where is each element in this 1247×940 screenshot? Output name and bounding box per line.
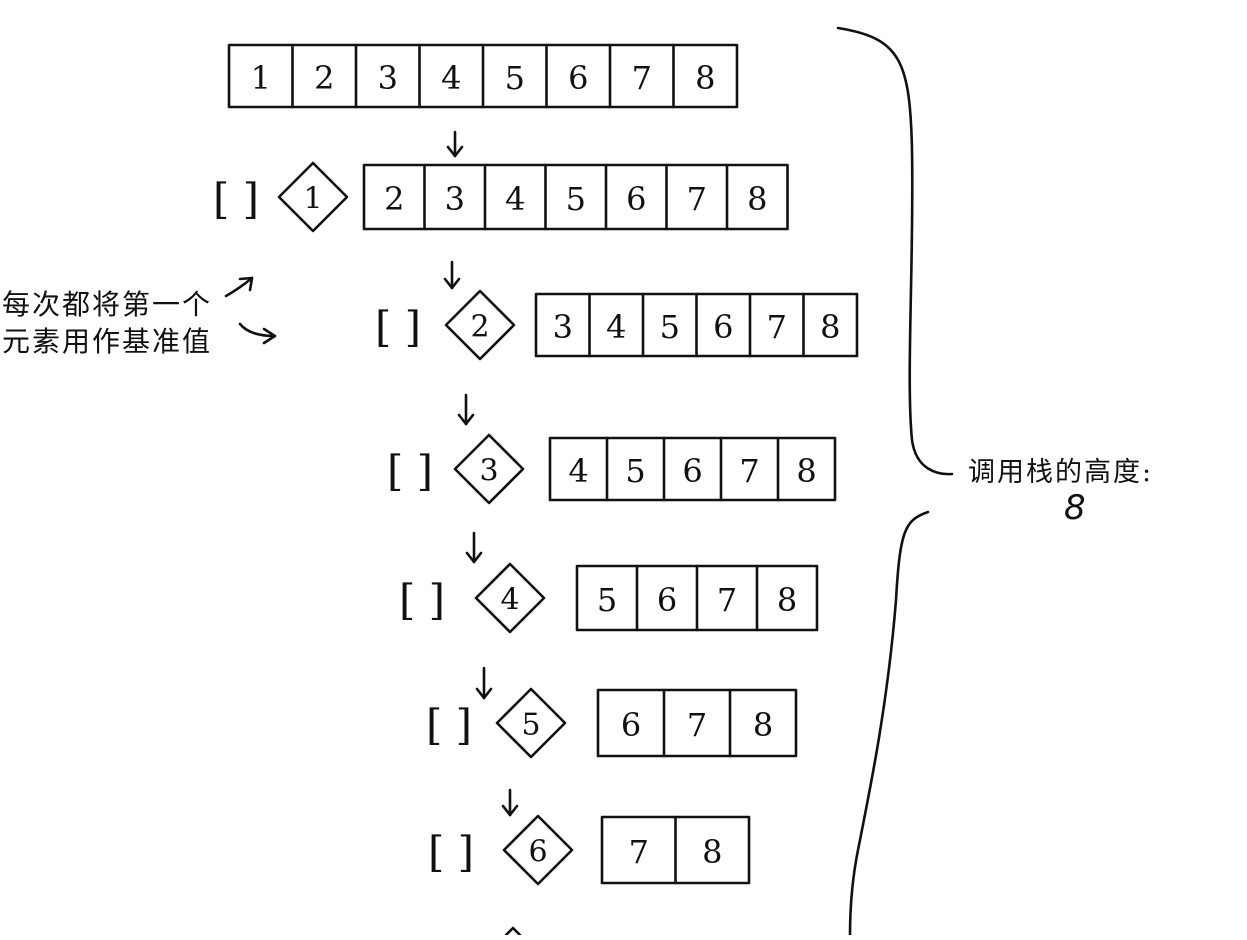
array-cell-value: 5 — [660, 308, 680, 346]
array-cell-value: 8 — [747, 180, 767, 218]
array-cell-value: 5 — [625, 452, 645, 490]
pivot-value: 3 — [479, 454, 498, 489]
annotation-arrow-up — [224, 276, 254, 298]
array-box-row-4 — [548, 436, 837, 502]
array-box-row-2 — [362, 163, 789, 231]
empty-left-array: [ ] — [426, 701, 472, 750]
down-arrow-head — [443, 277, 461, 290]
array-cell-value: 8 — [820, 308, 840, 346]
array-cell-value: 8 — [777, 581, 797, 619]
array-cell-value: 4 — [441, 59, 461, 97]
pivot-diamond — [502, 814, 574, 886]
array-cell-value: 3 — [445, 180, 465, 218]
array-cell-value: 8 — [695, 59, 715, 97]
down-arrow-head — [446, 145, 464, 158]
array-cell-value: 6 — [713, 308, 733, 346]
array-cell-value: 7 — [717, 581, 737, 619]
pivot-diamond — [495, 687, 567, 759]
array-cell-value: 8 — [753, 706, 773, 744]
array-cell-value: 2 — [314, 59, 334, 97]
pivot-value: 2 — [470, 310, 489, 345]
empty-left-array: [ ] — [213, 175, 259, 224]
empty-left-array: [ ] — [428, 828, 474, 877]
pivot-value: 6 — [528, 835, 547, 870]
down-arrow-head — [457, 413, 475, 426]
array-cell-value: 2 — [384, 180, 404, 218]
down-arrow-head — [465, 551, 483, 564]
pivot-annotation-line-2: 元素用作基准值 — [2, 325, 213, 358]
pivot-diamond — [277, 161, 349, 233]
down-arrow-head — [475, 687, 493, 700]
array-cell-value: 5 — [597, 581, 617, 619]
pivot-diamond — [444, 289, 516, 361]
stack-height-label: 调用栈的高度: — [968, 457, 1154, 488]
array-cell-value: 3 — [553, 308, 573, 346]
empty-left-array: [ ] — [387, 447, 433, 496]
array-cell-value: 5 — [505, 59, 525, 97]
annotation-arrow-up-head — [238, 276, 254, 292]
empty-left-array: [ ] — [375, 303, 421, 352]
pivot-diamond — [453, 433, 525, 505]
down-arrow-head — [501, 804, 519, 817]
array-cell-value: 7 — [687, 180, 707, 218]
array-cell-value: 4 — [505, 180, 525, 218]
pivot-value: 5 — [521, 708, 540, 743]
array-cell-value: 6 — [568, 59, 588, 97]
array-cell-value: 1 — [251, 59, 271, 97]
pivot-value: 4 — [500, 583, 519, 618]
array-cell-value: 7 — [687, 706, 707, 744]
array-cell-value: 8 — [796, 452, 816, 490]
pivot-diamond — [474, 562, 546, 634]
down-arrow-head — [504, 926, 522, 937]
array-cell-value: 3 — [378, 59, 398, 97]
array-cell-value: 7 — [629, 833, 649, 871]
array-cell-value: 7 — [767, 308, 787, 346]
annotation-arrow-right — [238, 322, 276, 338]
array-cell-value: 7 — [739, 452, 759, 490]
curly-brace — [836, 26, 954, 937]
array-cell-value: 6 — [682, 452, 702, 490]
array-cell-value: 6 — [657, 581, 677, 619]
array-cell-value: 6 — [626, 180, 646, 218]
array-box-row-6 — [596, 688, 798, 758]
empty-left-array: [ ] — [399, 576, 445, 625]
array-cell-value: 7 — [632, 59, 652, 97]
pivot-value: 1 — [303, 182, 322, 217]
stack-height-value: 8 — [1064, 488, 1086, 528]
array-cell-value: 8 — [702, 833, 722, 871]
array-cell-value: 4 — [606, 308, 626, 346]
array-cell-value: 5 — [566, 180, 586, 218]
pivot-annotation-line-1: 每次都将第一个 — [2, 288, 213, 321]
array-cell-value: 4 — [568, 452, 588, 490]
annotation-arrow-right-head — [262, 327, 277, 345]
array-cell-value: 6 — [621, 706, 641, 744]
